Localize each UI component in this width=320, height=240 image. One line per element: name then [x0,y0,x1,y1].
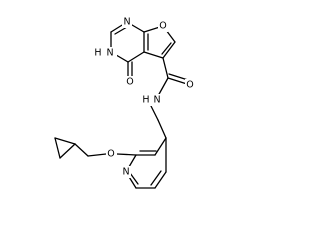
atom-hydrogen-amide: H [142,95,149,106]
atom-oxygen-furan: O [159,21,166,32]
bond [157,119,167,139]
bond [154,171,167,189]
atom-label-layer: N O H N O O H N O N [93,16,195,178]
bond [74,143,89,157]
bond [161,42,172,55]
bond [167,77,188,85]
bond [59,143,76,159]
bond [54,137,76,145]
bond [168,73,189,81]
bond [114,26,128,35]
bond [129,172,139,185]
bond [157,77,169,97]
molecule-structure-diagram: N O H N O O H N O N [54,16,195,189]
atom-nitrogen-amide: N [153,95,160,106]
bond [149,103,159,121]
bond-layer [54,21,189,189]
bond [127,51,145,63]
atom-nitrogen-pyridine: N [122,167,129,178]
bond [150,170,162,186]
atom-oxygen-keto: O [126,77,133,88]
atom-hydrogen-ring: H [94,48,101,59]
atom-nitrogen-ring: N [106,48,113,59]
atom-oxygen-amide: O [186,80,193,91]
bond [154,137,167,156]
atom-nitrogen-top: N [123,17,130,28]
atom-oxygen-ether: O [107,149,114,160]
bond [54,137,61,159]
bond [162,57,169,79]
bond [116,153,137,156]
bond [143,51,164,59]
bond [87,153,107,157]
bond [162,41,176,59]
